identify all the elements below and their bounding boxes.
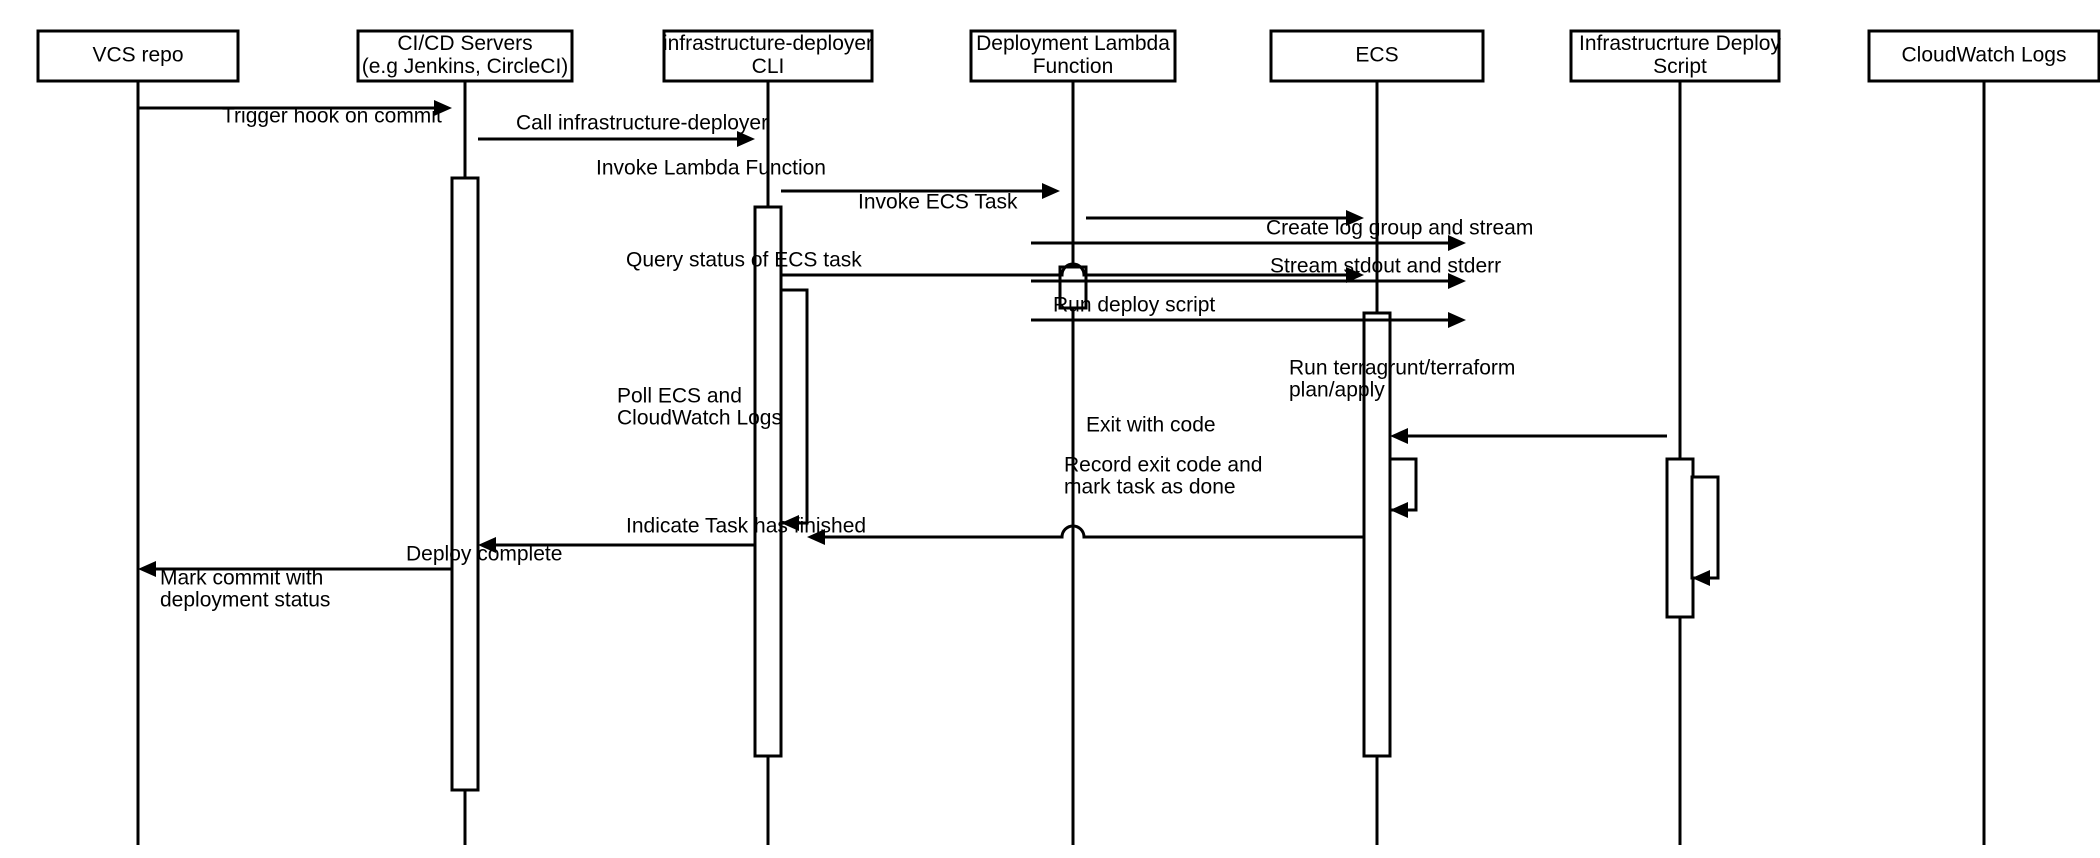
participant-label-cwlogs: CloudWatch Logs [1902, 44, 2067, 67]
message-m2[interactable]: Call infrastructure-deployer [478, 112, 768, 147]
message-label-m12: deployment status [160, 589, 330, 612]
participant-label-lambda: Function [1033, 55, 1114, 78]
participant-label-cli: infrastructure-deployer [663, 32, 873, 55]
message-label-m7: Stream stdout and stderr [1270, 255, 1501, 278]
message-label-m11: Deploy complete [406, 543, 562, 566]
message-arrowhead-m5 [1448, 235, 1466, 251]
participant-label-ecs: ECS [1355, 44, 1398, 67]
participant-label-vcs: VCS repo [92, 44, 183, 67]
message-m3[interactable]: Invoke Lambda Function [596, 157, 1060, 199]
message-label-m3: Invoke Lambda Function [596, 157, 826, 180]
self-message-label-s1: Poll ECS and [617, 385, 742, 408]
activation-bar-act-cli[interactable] [753, 205, 783, 758]
self-message-line-s2 [1692, 475, 1720, 580]
self-message-label-s2: plan/apply [1289, 379, 1385, 402]
message-label-m12: Mark commit with [160, 567, 323, 590]
message-m9[interactable]: Exit with code [1086, 414, 1667, 444]
self-message-arrowhead-s3 [1390, 502, 1408, 518]
participant-box-deployscript[interactable] [1569, 29, 1781, 83]
participant-label-deployscript: Script [1653, 55, 1707, 78]
message-m8[interactable]: Run deploy script [1031, 294, 1466, 328]
message-m11[interactable]: Deploy complete [406, 537, 755, 566]
self-message-label-s3: Record exit code and [1064, 454, 1262, 477]
participant-label-cli: CLI [752, 55, 785, 78]
activation-bar-act-ecs[interactable] [1362, 311, 1392, 758]
participant-box-vcs[interactable] [36, 29, 240, 83]
activation-bar-act-cli-poll[interactable] [779, 288, 809, 525]
message-m4[interactable]: Invoke ECS Task [858, 191, 1364, 226]
self-message-label-s2: Run terragrunt/terraform [1289, 357, 1515, 380]
activation-bar-act-ecs-record[interactable] [1388, 457, 1418, 512]
self-message-label-s1: CloudWatch Logs [617, 407, 782, 430]
message-arrowhead-m3 [1042, 183, 1060, 199]
participant-label-cicd: CI/CD Servers [397, 32, 532, 55]
self-message-arrowhead-s2 [1692, 570, 1710, 586]
participant-label-lambda: Deployment Lambda [976, 32, 1170, 55]
message-label-m10: Indicate Task has finished [626, 515, 866, 538]
participant-box-lambda[interactable] [969, 29, 1177, 83]
message-label-m5: Create log group and stream [1266, 217, 1533, 240]
message-m6[interactable]: Query status of ECS task [626, 249, 1364, 283]
message-arrowhead-m4 [1346, 210, 1364, 226]
message-arrowhead-m12 [138, 561, 156, 577]
message-arrowhead-m7 [1448, 273, 1466, 289]
self-message-line-s3 [1390, 457, 1418, 512]
self-message-label-s3: mark task as done [1064, 476, 1236, 499]
message-arrowhead-m10 [807, 529, 825, 545]
message-arrowhead-m6 [1346, 267, 1364, 283]
lifeline-vcs[interactable]: VCS repo [36, 29, 240, 845]
message-m7[interactable]: Stream stdout and stderr [1031, 255, 1501, 289]
participant-box-cicd[interactable] [356, 29, 574, 83]
message-arrowhead-m2 [737, 131, 755, 147]
messages-group: Trigger hook on commit Call infrastructur… [138, 100, 1667, 612]
activation-bar-act-terragrunt[interactable] [1690, 475, 1720, 580]
lifelines-group: VCS repo CI/CD Servers(e.g Jenkins, Circl… [36, 29, 2100, 845]
lifeline-cwlogs[interactable]: CloudWatch Logs [1867, 29, 2100, 845]
participant-label-cicd: (e.g Jenkins, CircleCI) [362, 55, 569, 78]
participant-box-ecs[interactable] [1269, 29, 1485, 83]
message-arrowhead-m11 [478, 537, 496, 553]
activations-group [450, 176, 1720, 792]
activation-bar-act-cicd[interactable] [450, 176, 480, 792]
message-line-m6 [781, 262, 1348, 277]
self-message-line-s1 [781, 288, 809, 525]
message-m1[interactable]: Trigger hook on commit [138, 100, 452, 128]
activation-bar-act-deployscript[interactable] [1665, 457, 1695, 619]
message-label-m4: Invoke ECS Task [858, 191, 1018, 214]
message-label-m6: Query status of ECS task [626, 249, 862, 272]
participant-label-deployscript: Infrastrucrture Deploy [1579, 32, 1781, 55]
message-label-m1: Trigger hook on commit [222, 105, 442, 128]
message-label-m2: Call infrastructure-deployer [516, 112, 768, 135]
message-arrowhead-m9 [1390, 428, 1408, 444]
message-m10[interactable]: Indicate Task has finished [626, 515, 1364, 545]
message-m5[interactable]: Create log group and stream [1031, 217, 1533, 251]
activation-bar-act-lambda[interactable] [1058, 265, 1088, 310]
message-label-m9: Exit with code [1086, 414, 1216, 437]
message-label-m8: Run deploy script [1053, 294, 1215, 317]
message-arrowhead-m1 [434, 100, 452, 116]
self-message-arrowhead-s1 [781, 515, 799, 531]
message-arrowhead-m8 [1448, 312, 1466, 328]
message-line-m10 [823, 524, 1364, 539]
